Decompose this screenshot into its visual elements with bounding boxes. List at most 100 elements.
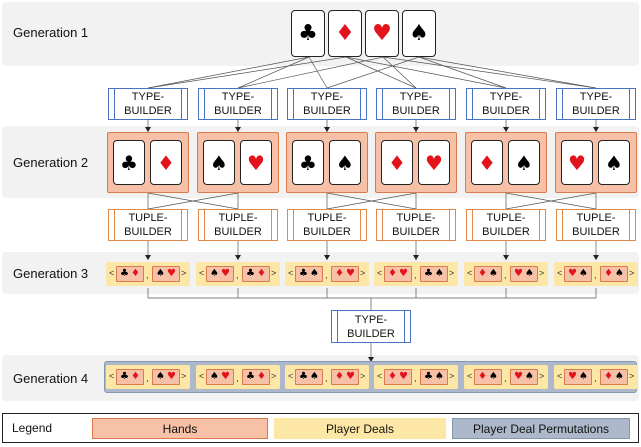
- diamond-icon: ♦: [257, 268, 266, 279]
- diamond-icon: ♦: [257, 371, 266, 382]
- builder-edge: [539, 89, 540, 119]
- angle-close-icon: >: [629, 268, 635, 278]
- angle-close-icon: >: [449, 371, 455, 381]
- legend-player-deal-permutations: Player Deal Permutations: [452, 418, 630, 439]
- mini-hand: ♦♠: [600, 266, 628, 282]
- type-builder-label: TYPE- BUILDER: [214, 91, 262, 117]
- heart-icon: ♥: [425, 150, 443, 175]
- spade-icon: ♠: [156, 268, 165, 279]
- club-icon: ♣: [424, 371, 433, 382]
- diamond-icon: ♦: [335, 20, 355, 46]
- angle-open-icon: <: [199, 371, 205, 381]
- type-builder-final: TYPE- BUILDER: [331, 310, 411, 343]
- mini-hand: ♠♥: [152, 369, 180, 385]
- hand-card: ♠: [203, 140, 235, 185]
- builder-edge: [271, 89, 272, 119]
- builder-edge: [271, 210, 272, 240]
- heart-icon: ♥: [514, 268, 523, 279]
- spade-icon: ♠: [615, 371, 624, 382]
- spade-icon: ♠: [615, 268, 624, 279]
- mini-hand: ♣♠: [420, 369, 448, 385]
- type-builder: TYPE- BUILDER: [466, 88, 546, 120]
- hand-card: ♥: [240, 140, 272, 185]
- comma-separator: ,: [325, 270, 328, 280]
- tuple-builder: TUPLE- BUILDER: [556, 209, 636, 241]
- heart-icon: ♥: [568, 150, 586, 175]
- hand-card: ♠: [329, 140, 361, 185]
- comma-separator: ,: [414, 270, 417, 280]
- angle-close-icon: >: [181, 371, 187, 381]
- gen1-card: ♥: [365, 10, 399, 57]
- angle-open-icon: <: [377, 268, 383, 278]
- comma-separator: ,: [594, 373, 597, 383]
- angle-close-icon: >: [181, 268, 187, 278]
- mini-hand: ♦♥: [384, 369, 412, 385]
- spade-icon: ♠: [310, 371, 319, 382]
- hand-card: ♠: [508, 140, 540, 185]
- angle-open-icon: <: [557, 268, 563, 278]
- spade-icon: ♠: [605, 150, 623, 175]
- legend: [2, 413, 639, 443]
- angle-open-icon: <: [288, 268, 294, 278]
- heart-icon: ♥: [568, 371, 577, 382]
- angle-open-icon: <: [288, 371, 294, 381]
- spade-icon: ♠: [156, 371, 165, 382]
- type-builder: TYPE- BUILDER: [108, 88, 188, 120]
- mini-hand: ♣♠: [295, 369, 323, 385]
- tuple-builder-label: TUPLE- BUILDER: [214, 212, 262, 238]
- diamond-icon: ♦: [478, 371, 487, 382]
- mini-hand: ♦♠: [600, 369, 628, 385]
- builder-edge: [449, 210, 450, 240]
- angle-close-icon: >: [539, 371, 545, 381]
- angle-close-icon: >: [629, 371, 635, 381]
- mini-hand: ♣♠: [420, 266, 448, 282]
- legend-player-deals: Player Deals: [274, 418, 446, 439]
- mini-hand: ♣♦: [242, 266, 270, 282]
- tuple-builder: TUPLE- BUILDER: [108, 209, 188, 241]
- club-icon: ♣: [120, 150, 138, 175]
- comma-separator: ,: [504, 373, 507, 383]
- club-icon: ♣: [299, 268, 308, 279]
- angle-open-icon: <: [467, 268, 473, 278]
- mini-hand: ♣♠: [295, 266, 323, 282]
- type-builder: TYPE- BUILDER: [376, 88, 456, 120]
- club-icon: ♣: [299, 371, 308, 382]
- comma-separator: ,: [236, 270, 239, 280]
- diamond-icon: ♦: [478, 150, 496, 175]
- spade-icon: ♠: [336, 150, 354, 175]
- builder-edge: [382, 89, 383, 119]
- club-icon: ♣: [246, 371, 255, 382]
- spade-icon: ♠: [579, 371, 588, 382]
- hand-card: ♥: [418, 140, 450, 185]
- builder-edge: [562, 89, 563, 119]
- spade-icon: ♠: [525, 268, 534, 279]
- heart-icon: ♥: [247, 150, 265, 175]
- angle-close-icon: >: [449, 268, 455, 278]
- diamond-icon: ♦: [335, 268, 344, 279]
- generation-1-label: Generation 1: [13, 25, 89, 40]
- heart-icon: ♥: [372, 20, 392, 46]
- club-icon: ♣: [299, 150, 317, 175]
- club-icon: ♣: [120, 268, 129, 279]
- mini-hand: ♦♠: [474, 266, 502, 282]
- type-builder-label: TYPE- BUILDER: [124, 91, 172, 117]
- spade-icon: ♠: [210, 150, 228, 175]
- legend-title: Legend: [12, 421, 53, 435]
- diamond-icon: ♦: [388, 371, 397, 382]
- diamond-icon: ♦: [131, 268, 140, 279]
- heart-icon: ♥: [221, 371, 230, 382]
- angle-close-icon: >: [271, 268, 277, 278]
- comma-separator: ,: [146, 373, 149, 383]
- comma-separator: ,: [504, 270, 507, 280]
- tuple-builder: TUPLE- BUILDER: [376, 209, 456, 241]
- generation-4-label: Generation 4: [13, 371, 89, 386]
- builder-edge: [472, 89, 473, 119]
- mini-hand: ♠♥: [152, 266, 180, 282]
- heart-icon: ♥: [346, 268, 355, 279]
- tuple-builder: TUPLE- BUILDER: [198, 209, 278, 241]
- spade-icon: ♠: [525, 371, 534, 382]
- type-builder: TYPE- BUILDER: [556, 88, 636, 120]
- club-icon: ♣: [246, 268, 255, 279]
- builder-edge: [204, 89, 205, 119]
- legend-hands: Hands: [92, 418, 268, 439]
